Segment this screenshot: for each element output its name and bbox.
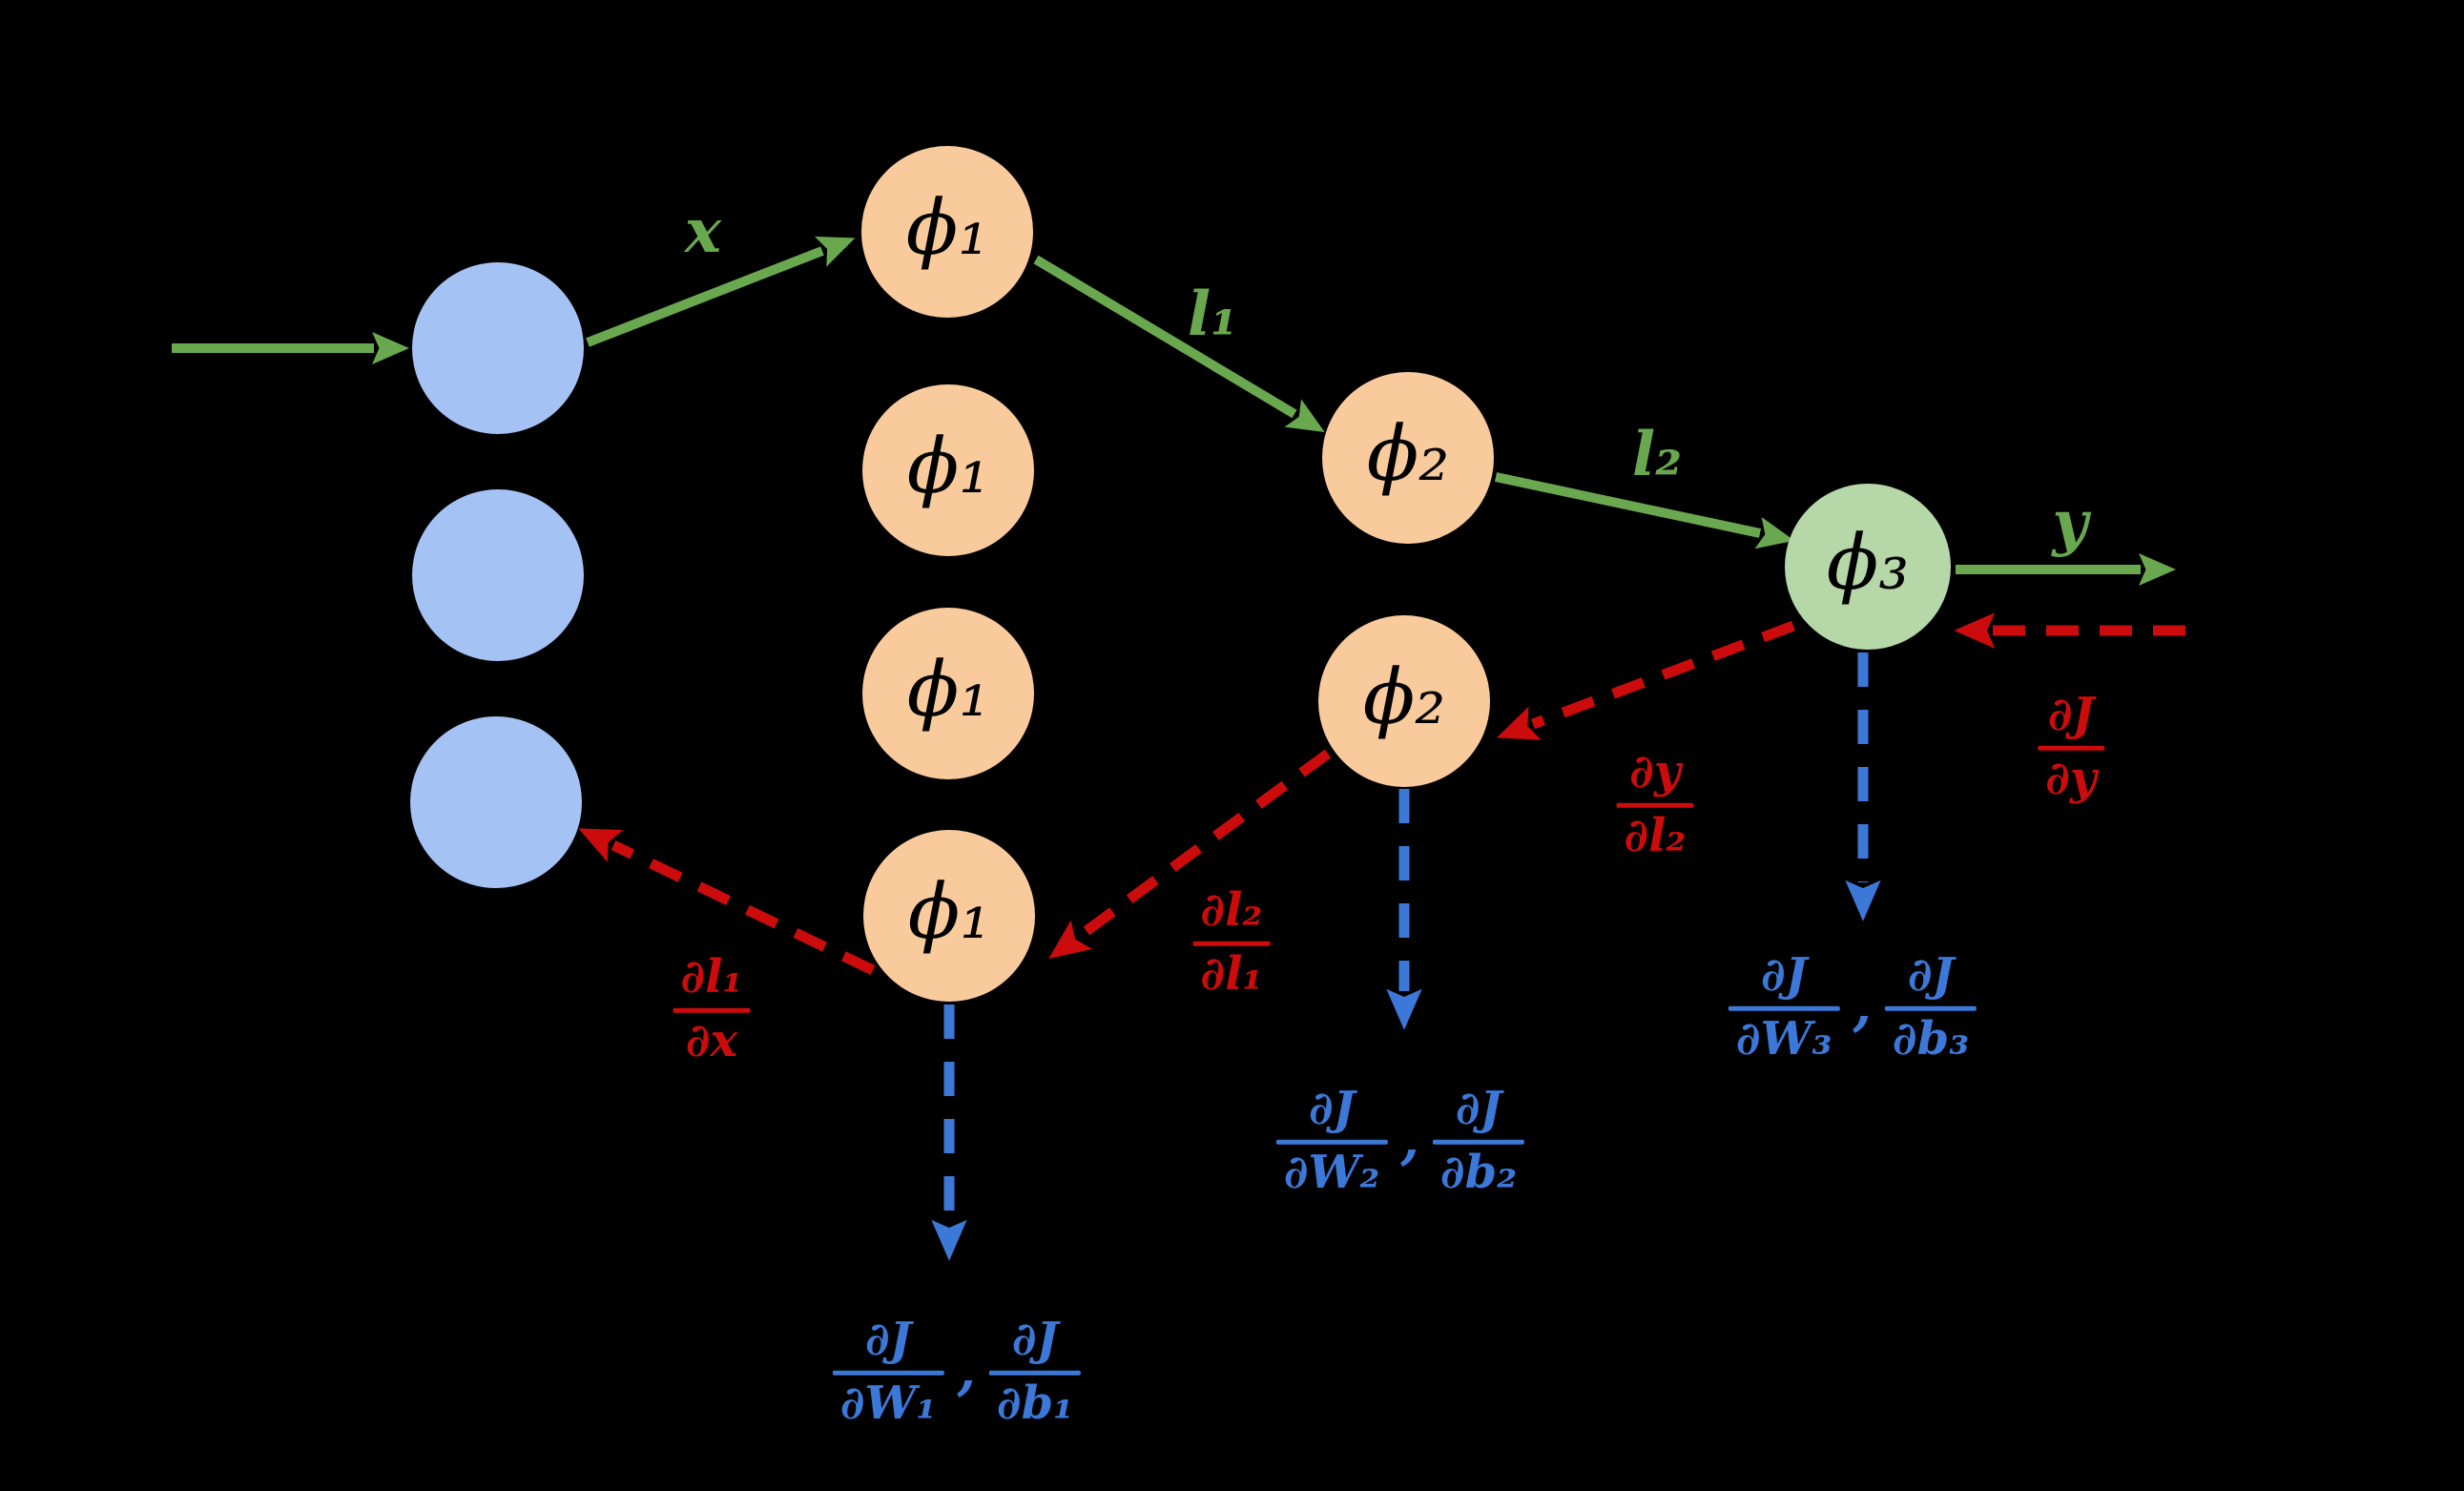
frac-denominator: ∂b₂ [1439,1145,1518,1199]
layer3-node-1-label: ϕ₃ [1826,518,1910,607]
frac-numerator: ∂J [864,1312,912,1366]
fraction-bar [1884,1005,1977,1011]
frac-denominator: ∂W₁ [839,1376,937,1430]
frac-denominator: ∂y [2045,751,2097,805]
gradient-label-layer3: ∂J ∂W₃ , ∂J ∂b₃ [1728,947,1977,1066]
frac-numerator: ∂J [2047,687,2095,741]
gradient-label-layer2: ∂J ∂W₂ , ∂J ∂b₂ [1275,1081,1525,1199]
label-x: x [684,196,722,267]
layer1-node-1-label: ϕ₁ [905,183,989,272]
backward-label-dy-dl2: ∂y ∂l₂ [1616,744,1694,862]
gradient-label-layer1: ∂J ∂W₁ , ∂J ∂b₁ [832,1312,1082,1430]
comma-separator: , [957,1338,976,1402]
frac-numerator: ∂y [1629,744,1681,798]
gradient-frac-b3: ∂J ∂b₃ [1884,947,1977,1066]
layer2-node-2: ϕ₂ [1318,615,1490,787]
frac-denominator: ∂W₂ [1283,1145,1380,1199]
label-y: y [2052,487,2088,559]
frac-denominator: ∂W₃ [1735,1011,1832,1066]
layer3-node-1: ϕ₃ [1785,484,1951,650]
fraction-bar [1432,1139,1525,1145]
backward-arrow-dl1-dx [578,828,876,975]
input-node-2 [412,489,584,661]
comma-separator: , [1400,1108,1419,1171]
gradient-frac-b2: ∂J ∂b₂ [1432,1081,1525,1199]
frac-numerator: ∂l₁ [680,949,743,1004]
layer1-node-3-label: ϕ₁ [906,645,990,734]
layer1-node-2-label: ϕ₁ [906,422,990,510]
layer1-node-3: ϕ₁ [862,608,1034,779]
frac-denominator: ∂l₁ [1200,946,1263,1001]
frac-denominator: ∂l₂ [1624,808,1687,862]
layer1-node-4-label: ϕ₁ [907,867,991,956]
comma-separator: , [1853,974,1872,1038]
layer1-node-2: ϕ₁ [862,384,1034,556]
fraction-bar [1192,941,1271,946]
layer1-node-1: ϕ₁ [861,146,1033,318]
layer2-node-1-label: ϕ₂ [1366,409,1450,498]
input-node-1 [412,262,584,434]
frac-denominator: ∂x [685,1013,738,1067]
frac-numerator: ∂J [1455,1081,1502,1135]
gradient-frac-W1: ∂J ∂W₁ [832,1312,944,1430]
layer2-node-1: ϕ₂ [1322,372,1494,544]
forward-arrow-x [586,236,856,347]
forward-arrow-l1 [1033,255,1325,432]
frac-numerator: ∂J [1760,947,1808,1002]
layer2-node-2-label: ϕ₂ [1362,652,1446,741]
frac-numerator: ∂J [1308,1081,1356,1135]
fraction-bar [2038,745,2104,751]
input-node-3 [410,716,582,888]
label-l2: l₂ [1631,419,1683,490]
frac-numerator: ∂l₂ [1200,882,1263,937]
backward-label-dl1-dx: ∂l₁ ∂x [673,949,751,1067]
fraction-bar [1275,1139,1388,1145]
layer1-node-4: ϕ₁ [863,830,1035,1002]
fraction-bar [832,1370,944,1376]
frac-denominator: ∂b₃ [1892,1011,1970,1066]
fraction-bar [1728,1005,1840,1011]
frac-denominator: ∂b₁ [996,1376,1074,1430]
forward-arrow-l2 [1494,472,1795,549]
gradient-frac-W3: ∂J ∂W₃ [1728,947,1840,1066]
backward-arrow-dy-dl2 [1496,620,1795,740]
frac-numerator: ∂J [1011,1312,1059,1366]
fraction-bar [988,1370,1082,1376]
backward-label-dl2-dl1: ∂l₂ ∂l₁ [1192,882,1271,1001]
fraction-bar [673,1007,751,1013]
gradient-frac-W2: ∂J ∂W₂ [1275,1081,1388,1199]
backward-label-dJ-dy: ∂J ∂y [2038,687,2104,805]
fraction-bar [1616,802,1694,808]
label-l1: l₁ [1187,279,1238,350]
gradient-frac-b1: ∂J ∂b₁ [988,1312,1082,1430]
frac-numerator: ∂J [1907,947,1955,1002]
